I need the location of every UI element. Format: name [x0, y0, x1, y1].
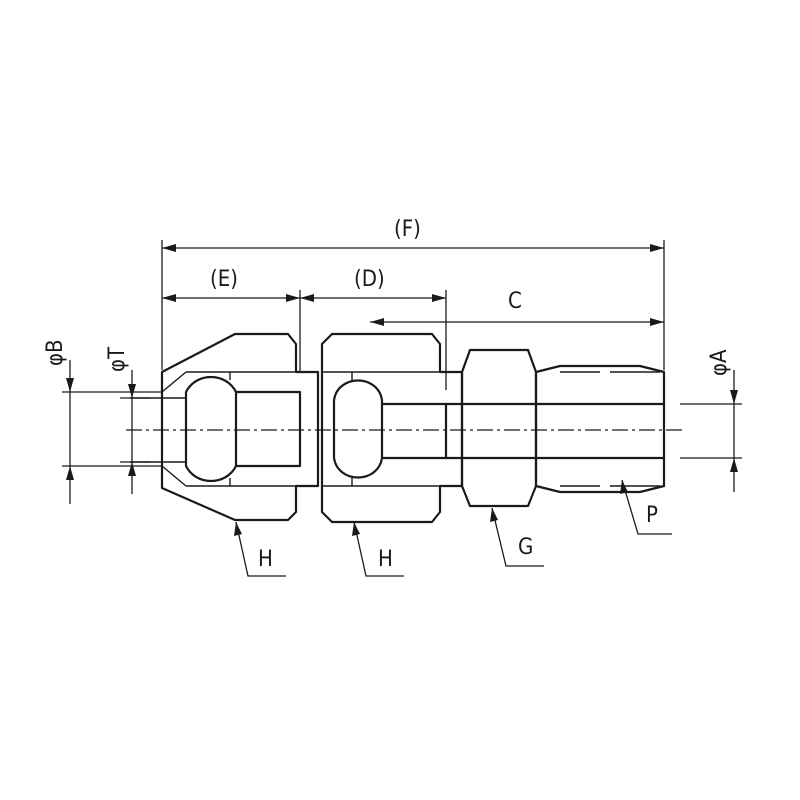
- label-phiT: φT: [105, 346, 130, 372]
- leaders: [234, 479, 672, 577]
- label-H-middle: H: [378, 547, 393, 572]
- label-C: C: [508, 289, 522, 314]
- label-G: G: [518, 535, 533, 560]
- left-ferrule: [184, 376, 238, 482]
- threaded-end: [534, 364, 666, 494]
- label-F: (F): [394, 217, 421, 242]
- label-D: (D): [354, 267, 385, 292]
- label-H-left: H: [258, 547, 273, 572]
- middle-nut: [320, 332, 464, 524]
- left-nut: [160, 332, 320, 522]
- fitting-body: [130, 332, 666, 524]
- label-phiB: φB: [43, 339, 68, 366]
- middle-ferrule: [332, 379, 384, 479]
- body-hex: [460, 348, 538, 508]
- label-P: P: [646, 503, 658, 528]
- label-E: (E): [210, 267, 238, 292]
- label-phiA: φA: [707, 349, 732, 376]
- dimensions: [62, 240, 742, 504]
